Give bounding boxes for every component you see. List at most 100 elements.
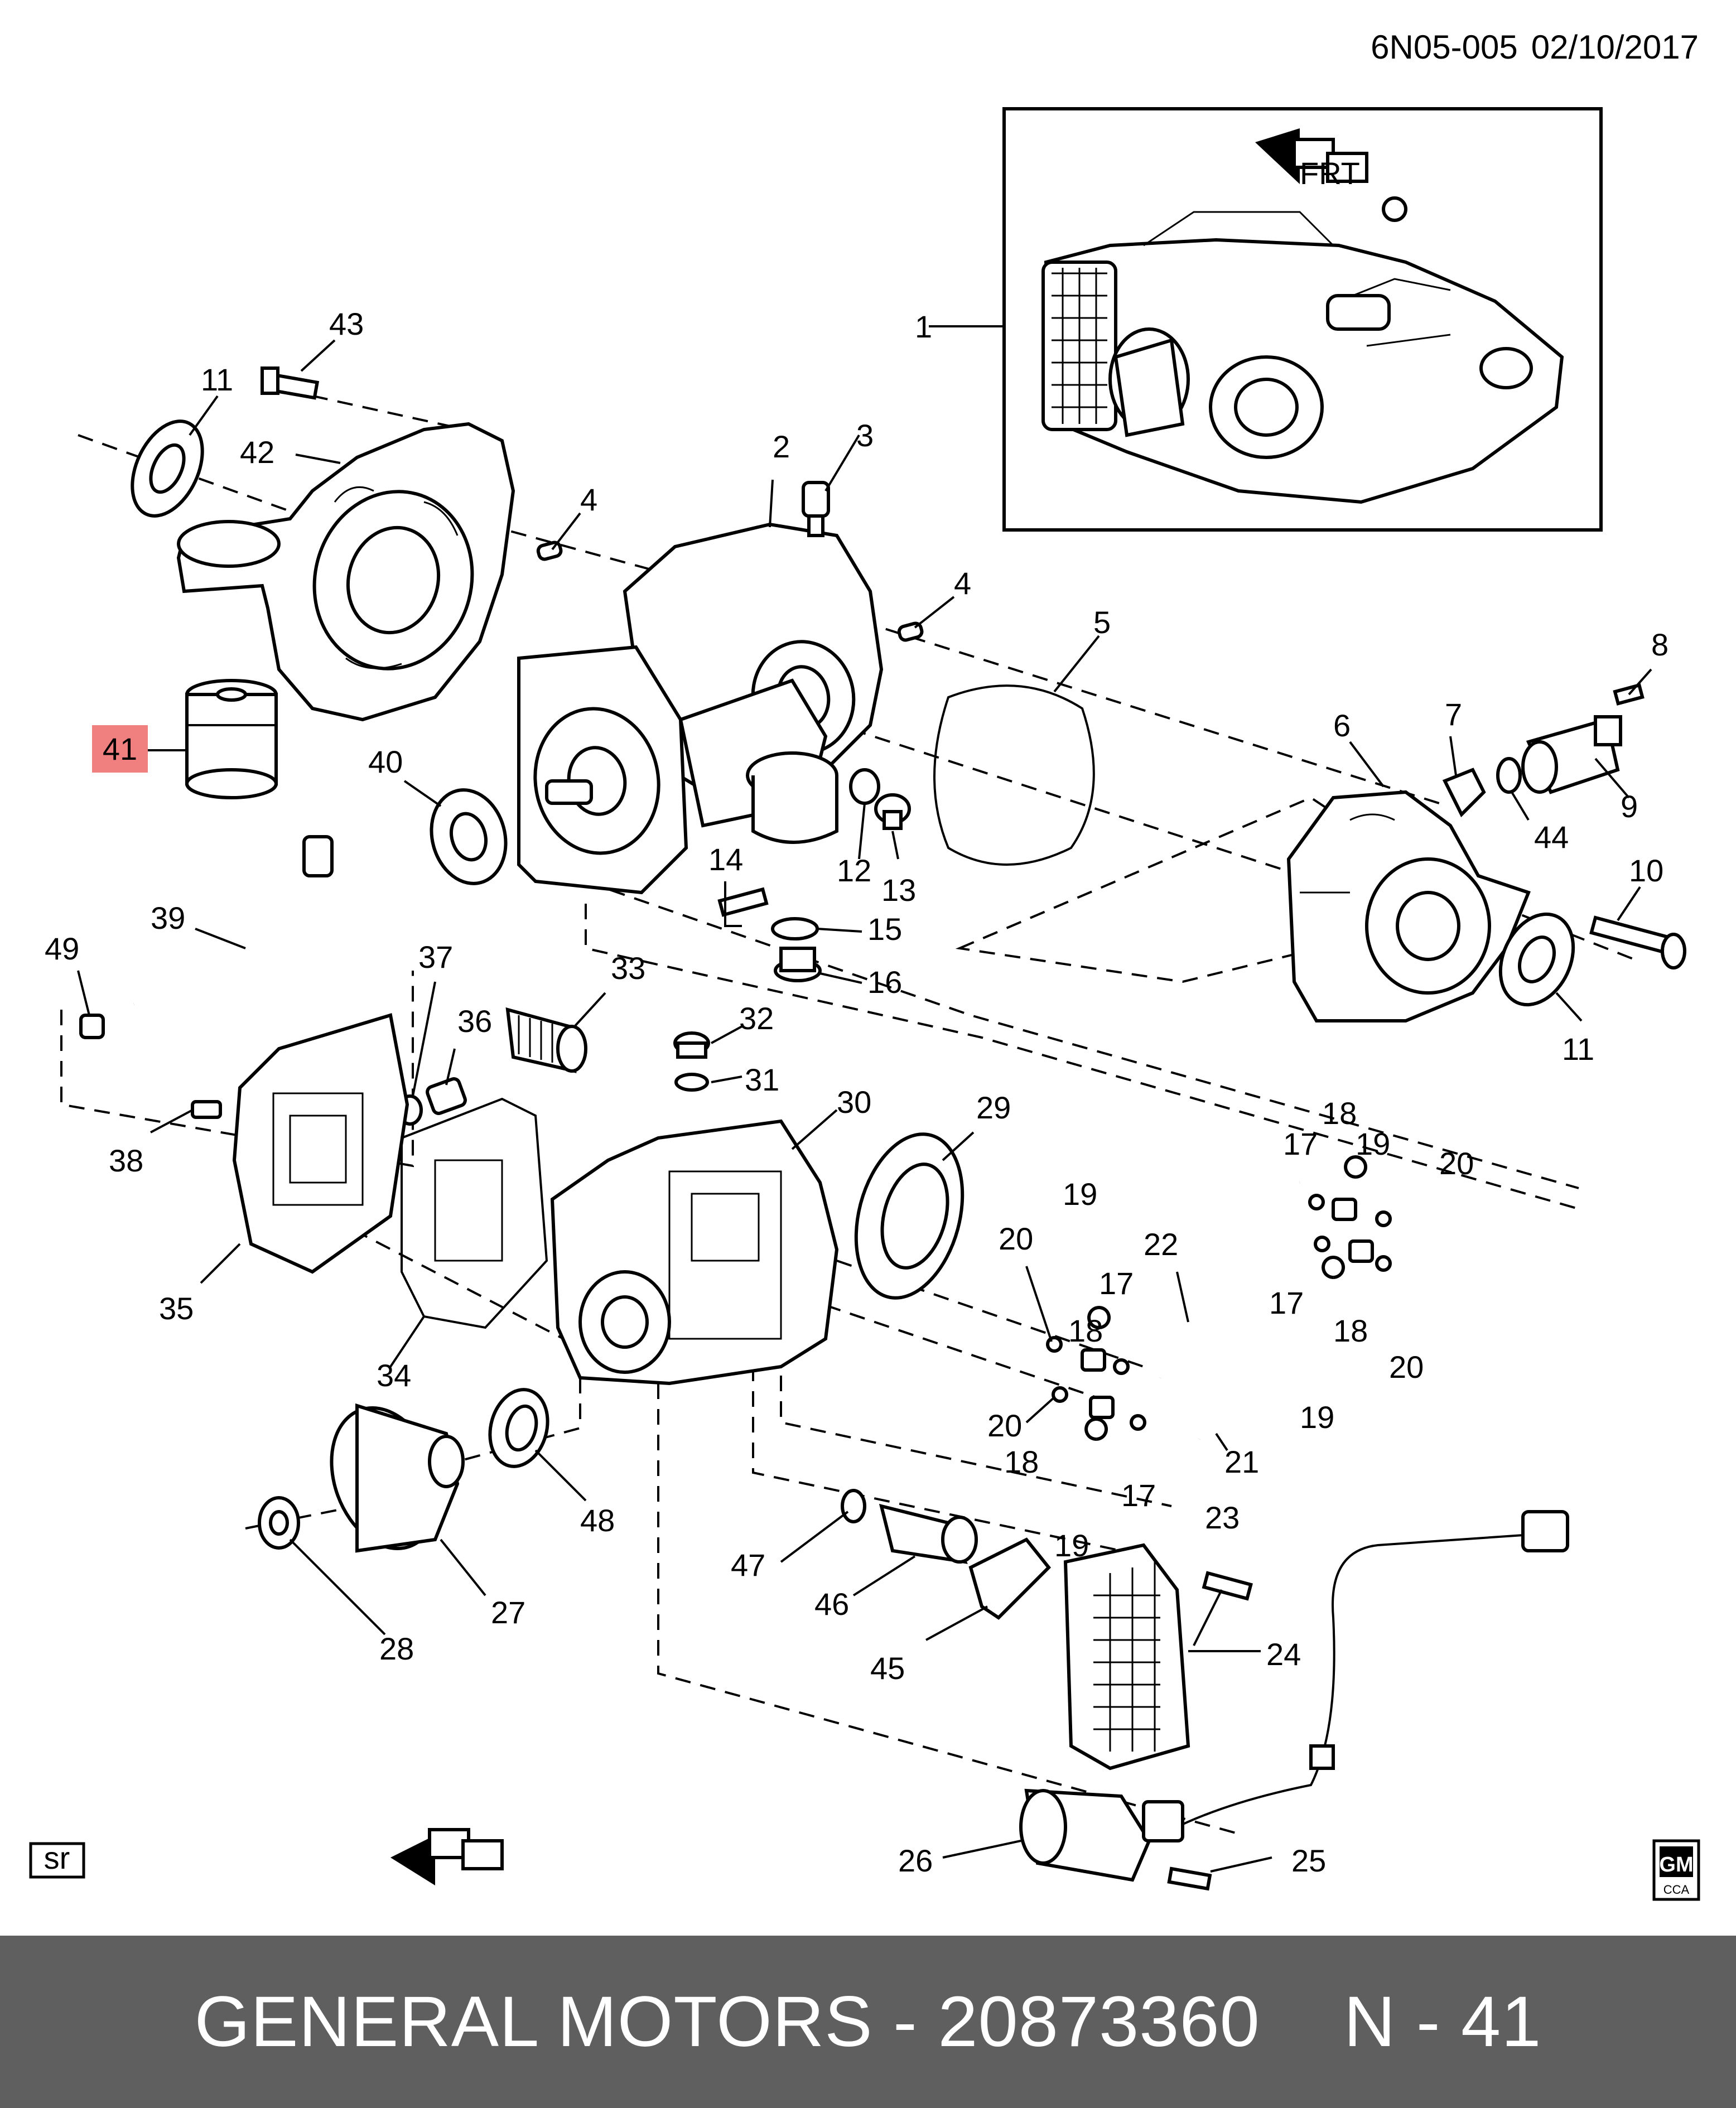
part-40-seal [430,788,508,885]
callout-labels: 1 2 3 4 4 5 6 7 8 9 10 11 11 12 13 14 15… [45,306,1669,1878]
highlight-41: 41 [92,725,187,773]
svg-text:24: 24 [1266,1637,1301,1672]
part-46-solenoid [879,1503,978,1564]
svg-text:41: 41 [103,731,137,766]
svg-text:27: 27 [491,1595,525,1630]
part-41-bushing [185,679,278,799]
svg-text:8: 8 [1651,627,1669,662]
svg-text:35: 35 [159,1291,194,1326]
part-42-rear-cover [176,422,515,722]
part-16-drain-plug [774,947,822,982]
wiring-harness [1171,1510,1569,1831]
part-14-bolt [717,887,769,917]
svg-text:3: 3 [856,418,874,453]
svg-text:5: 5 [1093,605,1111,640]
svg-text:33: 33 [611,951,645,986]
svg-text:36: 36 [457,1004,492,1039]
svg-text:6: 6 [1333,708,1351,743]
svg-text:31: 31 [745,1062,779,1097]
front-arrow-icon-bottom [390,1828,504,1885]
part-23-bolt [1202,1571,1253,1601]
svg-text:48: 48 [580,1503,615,1538]
svg-text:19: 19 [1356,1126,1390,1161]
front-arrow-icon: FRT [1255,128,1368,191]
part-24-filter [1063,1543,1190,1771]
svg-text:40: 40 [368,744,403,779]
gm-logo: GM CCA [1652,1839,1700,1901]
svg-text:9: 9 [1621,789,1638,824]
svg-text:GM: GM [1659,1853,1693,1877]
svg-text:22: 22 [1144,1227,1178,1262]
tube-fittings [1046,1155,1392,1441]
part-11-seal-right [1498,912,1575,1007]
svg-text:CCA: CCA [1663,1883,1690,1897]
part-12-o-ring [849,768,880,805]
svg-text:sr: sr [44,1840,70,1875]
part-36-plug [426,1077,467,1115]
svg-text:15: 15 [867,911,902,947]
svg-text:29: 29 [976,1090,1011,1125]
svg-text:11: 11 [201,362,233,397]
part-5-gasket [933,684,1095,866]
svg-text:34: 34 [377,1358,411,1393]
svg-text:2: 2 [773,429,790,464]
svg-text:11: 11 [1562,1031,1594,1067]
svg-text:4: 4 [580,482,597,517]
part-28-nut [258,1496,300,1550]
svg-text:17: 17 [1121,1478,1156,1513]
svg-text:19: 19 [1300,1400,1334,1435]
part-27-clutch-housing [330,1403,465,1553]
svg-text:20: 20 [999,1221,1033,1256]
svg-text:18: 18 [1068,1313,1103,1348]
part-30-center-housing [550,1119,839,1386]
svg-text:13: 13 [881,872,916,908]
svg-text:10: 10 [1629,853,1663,888]
svg-text:18: 18 [1004,1444,1039,1479]
part-33-filter [505,1007,587,1073]
part-4-dowel-a [536,541,563,561]
part-22-oil-tube [1158,1180,1300,1379]
svg-text:20: 20 [987,1408,1022,1443]
svg-text:47: 47 [731,1547,765,1583]
part-43-bolt [261,366,320,400]
part-2-main-housing [517,522,884,895]
part-38-bolt [191,1100,222,1119]
svg-text:1: 1 [915,309,932,344]
footer-part-number: 20873360 [938,1982,1260,2062]
svg-text:4: 4 [954,566,971,601]
svg-text:26: 26 [898,1843,933,1878]
part-35-pump-cover [232,1013,409,1274]
part-21-oil-tube [1197,1224,1300,1441]
svg-text:43: 43 [329,306,364,341]
svg-text:20: 20 [1389,1349,1424,1385]
part-32-plug [673,1031,710,1059]
svg-text:46: 46 [814,1586,849,1622]
part-15-washer [771,917,819,940]
sr-badge: sr [29,1840,85,1879]
svg-text:20: 20 [1439,1146,1474,1181]
svg-text:19: 19 [1063,1176,1097,1212]
part-34-gasket [401,1097,548,1329]
part-49-fitting [79,1014,105,1039]
part-11-seal-left [131,419,204,518]
svg-text:25: 25 [1291,1843,1326,1878]
part-9-actuator [1521,715,1622,794]
svg-text:39: 39 [151,900,185,935]
svg-text:12: 12 [837,853,871,888]
svg-text:7: 7 [1445,697,1462,732]
part-39-vent-hose [133,835,334,1007]
svg-text:16: 16 [867,964,902,1000]
part-48-seal [488,1388,549,1468]
svg-text:19: 19 [1054,1528,1089,1563]
footer-separator: - [872,1982,938,2062]
part-44-o-ring [1496,757,1522,794]
svg-text:49: 49 [45,931,79,966]
svg-text:32: 32 [739,1001,774,1036]
svg-text:37: 37 [418,939,453,975]
svg-text:42: 42 [240,435,274,470]
part-45-bracket [968,1537,1052,1620]
assembly-inset: FRT [1002,107,1603,532]
footer-page-ref: N - 41 [1343,1982,1542,2062]
